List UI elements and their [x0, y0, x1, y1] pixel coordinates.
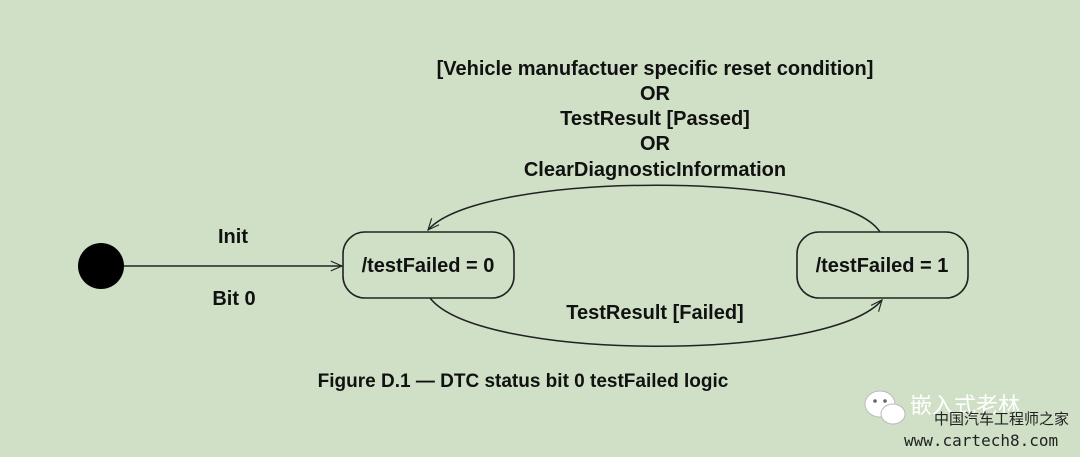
state-test-failed-0-label: /testFailed = 0 — [362, 255, 495, 277]
reset-condition-line-2: OR — [640, 83, 671, 105]
reset-condition-line-4: OR — [640, 133, 671, 155]
state-test-failed-0 — [342, 231, 515, 299]
failed-transition-label: TestResult [Failed] — [566, 302, 743, 324]
reset-condition-line-1: [Vehicle manufactuer specific reset cond… — [437, 58, 874, 80]
init-label: Init — [218, 226, 248, 248]
state-test-failed-1 — [796, 231, 969, 299]
watermark-line-1: 嵌入式老林 — [910, 394, 1020, 419]
initial-state-dot — [78, 243, 124, 289]
watermark-line-3: www.cartech8.com — [904, 431, 1058, 450]
reset-transition-arc — [427, 184, 881, 233]
watermark: 嵌入式老林 中国汽车工程师之家 www.cartech8.com — [864, 390, 1069, 450]
reset-condition-line-3: TestResult [Passed] — [560, 108, 750, 130]
wechat-icon — [864, 390, 906, 425]
watermark-line-2: 中国汽车工程师之家 — [934, 410, 1069, 428]
reset-condition-line-5: ClearDiagnosticInformation — [524, 159, 786, 181]
bit-label: Bit 0 — [212, 288, 255, 310]
state-test-failed-1-label: /testFailed = 1 — [816, 255, 949, 277]
failed-transition-arc — [429, 297, 883, 347]
reset-condition-label: [Vehicle manufactuer specific reset cond… — [437, 58, 874, 181]
figure-caption: Figure D.1 — DTC status bit 0 testFailed… — [318, 371, 729, 392]
